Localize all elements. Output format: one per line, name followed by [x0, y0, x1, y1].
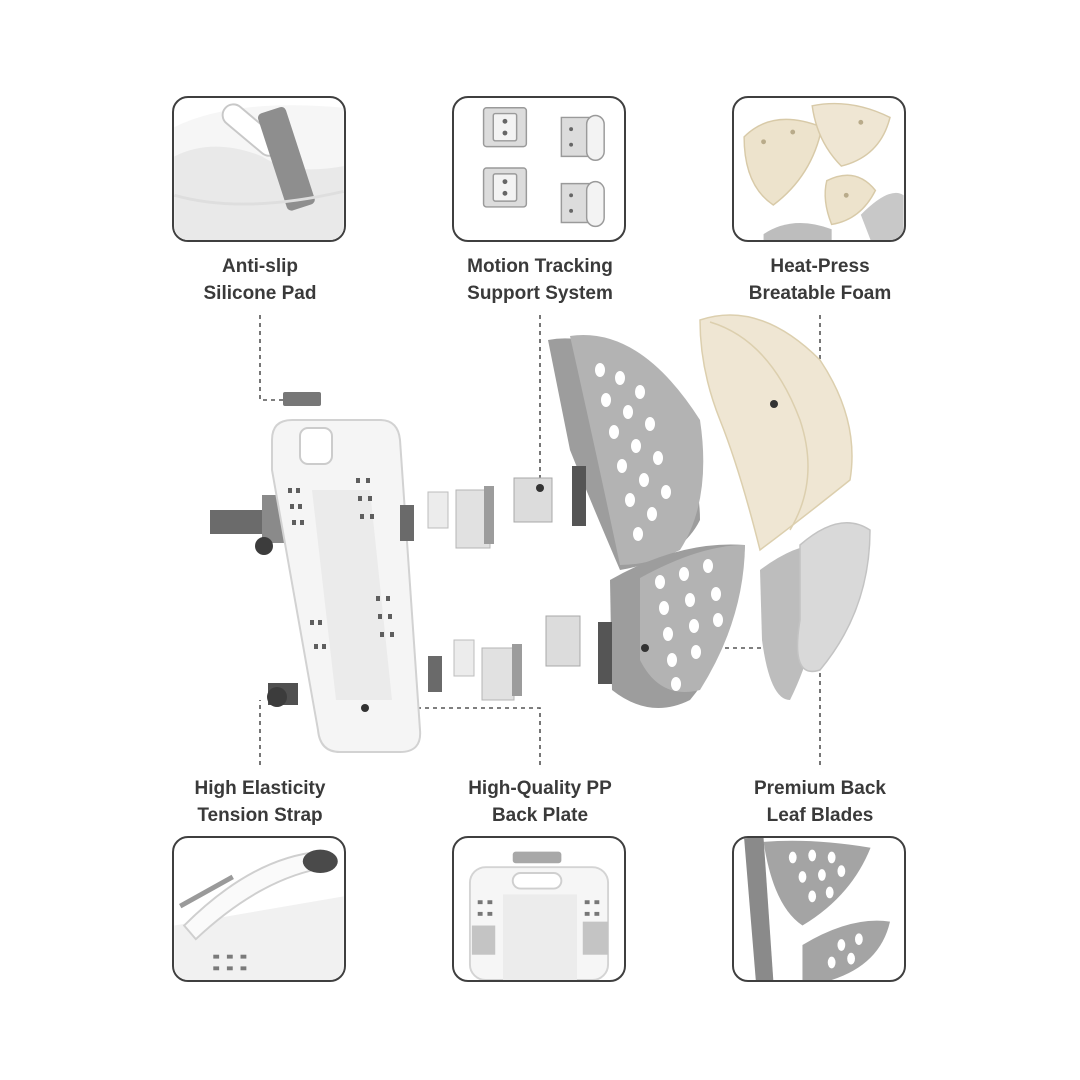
label-line: High Elasticity: [194, 778, 326, 799]
hinge-brackets-closeup-image: [452, 96, 626, 242]
leaf-blade-upper: [548, 335, 704, 570]
foam-pads-closeup-image: [732, 96, 906, 242]
label-line: Tension Strap: [197, 805, 323, 826]
label-line: Heat-Press: [770, 256, 870, 277]
heat-press-foam-part: [699, 314, 853, 552]
tension-strap-closeup-image: [172, 836, 346, 982]
silicone-pad-part: [283, 392, 321, 406]
label-anti-slip: Anti-slip Silicone Pad: [140, 253, 380, 307]
label-motion-tracking: Motion Tracking Support System: [420, 253, 660, 307]
leaf-blade-lower: [598, 544, 745, 708]
blade-holes: [595, 363, 723, 691]
motion-support-hinges: [400, 477, 581, 701]
label-line: Breatable Foam: [748, 283, 892, 304]
leaf-blade-cover: [760, 522, 871, 700]
label-line: Back Plate: [491, 805, 589, 826]
label-line: Anti-slip: [222, 256, 298, 277]
silicone-pad-closeup-image: [172, 96, 346, 242]
label-back-plate: High-Quality PP Back Plate: [420, 775, 660, 829]
label-heat-press-foam: Heat-Press Breatable Foam: [700, 253, 940, 307]
label-line: Support System: [467, 283, 613, 304]
label-tension-strap: High Elasticity Tension Strap: [140, 775, 380, 829]
back-plate-closeup-image: [452, 836, 626, 982]
label-line: Leaf Blades: [766, 805, 874, 826]
back-plate-part: [271, 419, 422, 753]
label-line: Silicone Pad: [203, 283, 317, 304]
leaf-blades-closeup-image: [732, 836, 906, 982]
label-line: Premium Back: [753, 778, 886, 799]
label-line: Motion Tracking: [467, 256, 613, 277]
label-leaf-blades: Premium Back Leaf Blades: [700, 775, 940, 829]
label-line: High-Quality PP: [468, 778, 612, 799]
